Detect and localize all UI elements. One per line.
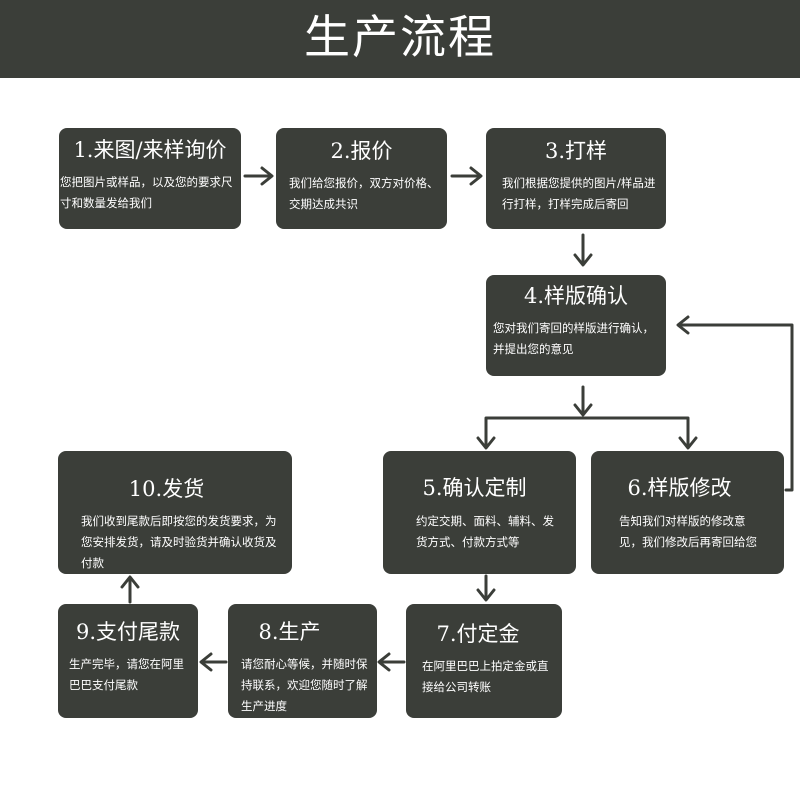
step-5-description: 约定交期、面料、辅料、发货方式、付款方式等 (416, 514, 554, 549)
step-1-title: 1.来图/来样询价 (73, 138, 227, 162)
page-title: 生产流程 (304, 10, 496, 64)
step-9-description: 生产完毕，请您在阿里巴巴支付尾款 (69, 657, 184, 692)
arrow-2-to-3 (450, 166, 483, 186)
step-7-title: 7.付定金 (436, 622, 520, 646)
step-3-description: 我们根据您提供的图片/样品进行打样，打样完成后寄回 (502, 176, 656, 211)
step-10-box: 10.发货 我们收到尾款后即按您的发货要求，为您安排发货，请及时验货并确认收货及… (58, 451, 292, 574)
step-8-title: 8.生产 (258, 620, 321, 644)
step-10-description: 我们收到尾款后即按您的发货要求，为您安排发货，请及时验货并确认收货及付款 (81, 514, 277, 570)
arrow-1-to-2 (243, 166, 274, 186)
step-4-box: 4.样版确认 您对我们寄回的样版进行确认，并提出您的意见 (486, 275, 666, 376)
step-5-box: 5.确认定制 约定交期、面料、辅料、发货方式、付款方式等 (383, 451, 576, 574)
arrow-3-to-4 (573, 233, 593, 267)
step-10-title: 10.发货 (128, 477, 205, 501)
step-6-description: 告知我们对样版的修改意见，我们修改后再寄回给您 (619, 514, 757, 549)
step-7-box: 7.付定金 在阿里巴巴上拍定金或直接给公司转账 (406, 604, 562, 718)
step-1-description: 您把图片或样品，以及您的要求尺寸和数量发给我们 (60, 175, 233, 210)
step-6-title: 6.样版修改 (627, 476, 732, 500)
step-8-box: 8.生产 请您耐心等候，并随时保持联系，欢迎您随时了解生产进度 (228, 604, 377, 718)
arrow-4-down (573, 385, 593, 417)
step-2-description: 我们给您报价，双方对价格、交期达成共识 (289, 176, 439, 211)
step-2-title: 2.报价 (330, 139, 393, 163)
step-8-description: 请您耐心等候，并随时保持联系，欢迎您随时了解生产进度 (241, 657, 368, 713)
step-3-box: 3.打样 我们根据您提供的图片/样品进行打样，打样完成后寄回 (486, 128, 666, 229)
step-9-box: 9.支付尾款 生产完毕，请您在阿里巴巴支付尾款 (58, 604, 198, 718)
step-2-box: 2.报价 我们给您报价，双方对价格、交期达成共识 (276, 128, 447, 229)
step-5-title: 5.确认定制 (422, 476, 527, 500)
arrow-5-to-7 (476, 574, 496, 602)
arrow-6-back-to-4 (676, 315, 794, 492)
step-1-box: 1.来图/来样询价 您把图片或样品，以及您的要求尺寸和数量发给我们 (59, 128, 241, 229)
arrow-7-to-8 (377, 652, 406, 672)
step-3-title: 3.打样 (544, 139, 608, 163)
step-4-title: 4.样版确认 (523, 284, 629, 308)
step-7-description: 在阿里巴巴上拍定金或直接给公司转账 (422, 659, 549, 694)
arrow-8-to-9 (199, 652, 228, 672)
branch-4-to-5-and-6 (476, 416, 698, 450)
step-9-title: 9.支付尾款 (75, 620, 181, 644)
step-6-box: 6.样版修改 告知我们对样版的修改意见，我们修改后再寄回给您 (591, 451, 784, 574)
header-banner: 生产流程 (0, 0, 800, 78)
arrow-9-to-10 (120, 575, 140, 604)
step-4-description: 您对我们寄回的样版进行确认，并提出您的意见 (493, 321, 654, 356)
